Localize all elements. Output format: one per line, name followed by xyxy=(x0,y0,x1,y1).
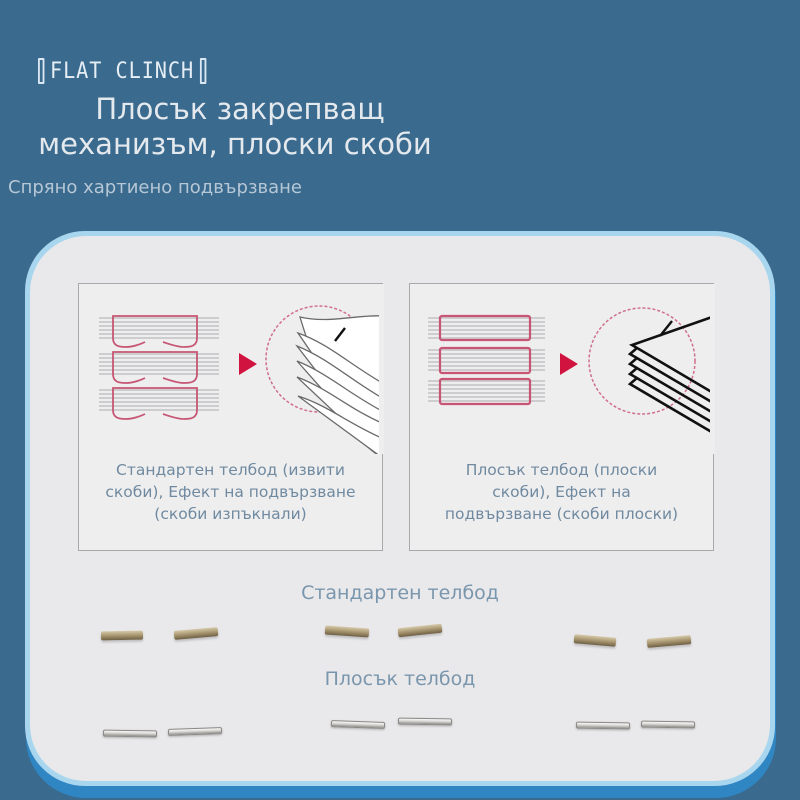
arrow-right-icon xyxy=(560,353,578,375)
caption-line: Стандартен телбод (извити xyxy=(116,461,345,479)
caption-line: подвързване (скоби плоски) xyxy=(444,505,679,523)
headline-line-1: Плосък закрепващ xyxy=(95,92,385,126)
flat-stapler-label: Плосък телбод xyxy=(324,668,476,690)
flat-staple-icon xyxy=(102,729,158,738)
flat-staple-diagram-icon xyxy=(428,284,715,454)
flat-staple-icon xyxy=(575,721,631,730)
panel-standard-stapler: Стандартен телбод (извити скоби), Ефект … xyxy=(78,283,384,551)
panel-standard-caption: Стандартен телбод (извити скоби), Ефект … xyxy=(89,459,372,525)
bracket-right-icon xyxy=(199,58,207,84)
curved-staple-diagram-icon xyxy=(99,284,384,454)
caption-line: скоби), Ефект на подвързване xyxy=(105,483,356,501)
panel-flat-caption: Плосък телбод (плоски скоби), Ефект на п… xyxy=(420,459,703,525)
caption-line: скоби), Ефект на xyxy=(492,483,631,501)
flat-staple-icon xyxy=(397,717,453,726)
hero-header: FLAT CLINCH Плосък закрепващ механизъм, … xyxy=(0,0,800,220)
bracket-left-icon xyxy=(38,58,45,84)
caption-line: Плосък телбод (плоски xyxy=(465,461,658,479)
brand-label: FLAT CLINCH xyxy=(49,58,195,84)
subheadline: Спряно хартиено подвързване xyxy=(8,177,302,198)
caption-line: (скоби изпъкнали) xyxy=(154,505,307,523)
headline-line-2: механизъм, плоски скоби xyxy=(38,127,432,161)
bent-staple-icon xyxy=(100,630,144,641)
flat-staple-icon xyxy=(640,720,696,729)
arrow-right-icon xyxy=(239,353,257,375)
panel-flat-stapler: Плосък телбод (плоски скоби), Ефект на п… xyxy=(409,283,715,551)
standard-stapler-label: Стандартен телбод xyxy=(301,582,499,604)
brand-tag: FLAT CLINCH xyxy=(38,58,207,84)
